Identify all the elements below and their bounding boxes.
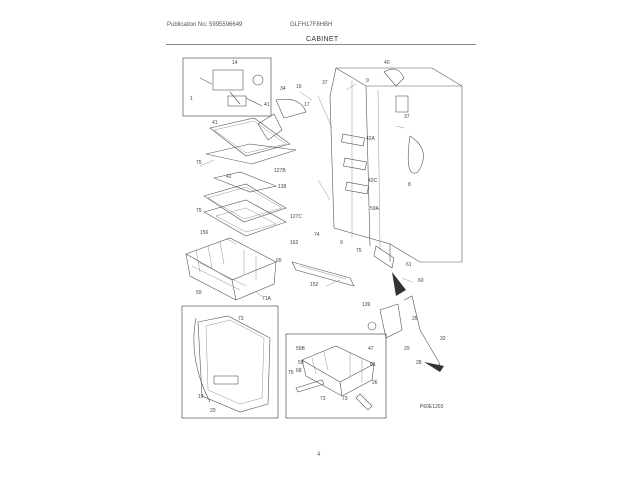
callout: 65 <box>370 362 376 368</box>
callout: 42A <box>366 136 376 142</box>
callout: 26 <box>372 380 378 386</box>
callout: 14 <box>232 60 238 66</box>
callout: 16 <box>296 84 302 90</box>
callout: 37 <box>322 80 328 86</box>
callout: 59B <box>296 346 306 352</box>
callout: 17 <box>304 102 310 108</box>
callout: 28 <box>416 360 422 366</box>
door-panel-inset <box>181 305 279 419</box>
callout: 59A <box>370 206 380 212</box>
callout: 47 <box>368 346 374 352</box>
header-rule <box>166 44 476 45</box>
publication-number: Publication No: 5995596649 <box>167 22 243 28</box>
callout: 20 <box>210 408 216 414</box>
callout: 75 <box>196 208 202 214</box>
callout: 138 <box>278 184 287 190</box>
callout: 71A <box>262 296 272 302</box>
callout: 73 <box>320 396 326 402</box>
callout: 75 <box>356 248 362 254</box>
upper-shelf <box>205 98 307 165</box>
callout: 37 <box>404 114 410 120</box>
callout: 162 <box>290 240 299 246</box>
callout: 42C <box>368 178 378 184</box>
toe-grille <box>291 261 355 287</box>
callout: 59 <box>196 290 202 296</box>
callout: 156 <box>200 230 209 236</box>
callout: 127B <box>274 168 286 174</box>
light-assembly-inset: 14 1 <box>182 57 272 117</box>
callout: 41 <box>212 120 218 126</box>
basket-divider-inset <box>285 333 387 419</box>
model-number: GLFH17F8HBH <box>290 22 333 28</box>
diagram-code: P60E1203 <box>420 404 444 410</box>
callout: 19 <box>198 394 204 400</box>
callout: 73 <box>342 396 348 402</box>
section-title: CABINET <box>306 36 339 43</box>
callout: 61 <box>406 262 412 268</box>
callout: 29 <box>404 346 410 352</box>
callout: 8 <box>408 182 411 188</box>
page-number: 4 <box>317 452 321 458</box>
wire-basket <box>185 237 277 301</box>
callout: 73 <box>238 316 244 322</box>
callout: 9 <box>340 240 343 246</box>
callout: 9 <box>366 78 369 84</box>
callout: 32 <box>440 336 446 342</box>
callout: 40 <box>384 60 390 66</box>
callout: 60 <box>418 278 424 284</box>
callout: 68 <box>296 368 302 374</box>
callout: 65 <box>276 258 282 264</box>
cabinet-shell <box>317 67 463 269</box>
callout: 34 <box>280 86 286 92</box>
callout: 25 <box>412 316 418 322</box>
callout: 74 <box>314 232 320 238</box>
callout: 75 <box>196 160 202 166</box>
callout: 127C <box>290 214 302 220</box>
callout: 59 <box>298 360 304 366</box>
callout: 1 <box>190 96 193 102</box>
callout: 152 <box>310 282 319 288</box>
callout: 42 <box>226 174 232 180</box>
lower-shelf <box>203 171 287 237</box>
callout: 41 <box>264 102 270 108</box>
callout: 75 <box>288 370 294 376</box>
callout: 139 <box>362 302 371 308</box>
hinge-bracket <box>367 272 444 372</box>
